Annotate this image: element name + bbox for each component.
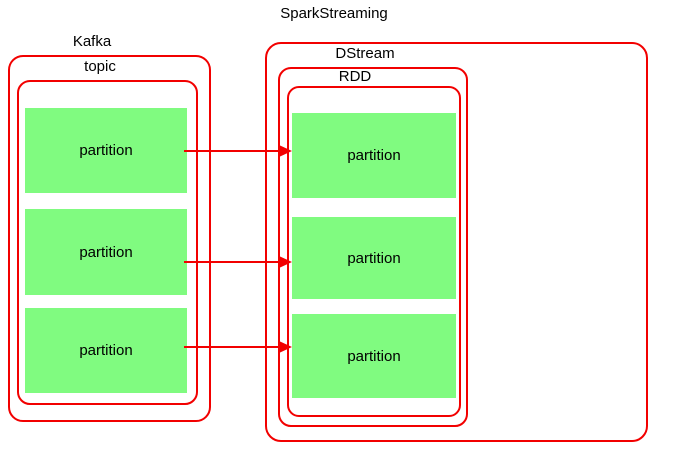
arrow-shaft [184,346,280,348]
partition-mapping-arrow-3 [184,341,292,353]
kafka-partition-1: partition [25,108,187,193]
arrow-head-icon [279,341,292,353]
topic-container-box [17,80,198,405]
kafka-partition-2: partition [25,209,187,295]
kafka-label: Kafka [72,33,112,50]
dstream-label: DStream [335,45,395,62]
sparkstreaming-container-box [265,42,648,442]
partition-mapping-arrow-2 [184,256,292,268]
topic-label: topic [84,58,116,75]
kafka-container-box [8,55,211,422]
dstream-container-box [278,67,468,427]
arrow-shaft [184,261,280,263]
partition-mapping-arrow-1 [184,145,292,157]
rdd-label: RDD [338,68,372,85]
arrow-head-icon [279,145,292,157]
rdd-partition-1: partition [292,113,456,198]
kafka-partition-3: partition [25,308,187,393]
rdd-partition-3: partition [292,314,456,398]
rdd-container-box [287,86,461,417]
arrow-shaft [184,150,280,152]
rdd-partition-2: partition [292,217,456,299]
sparkstreaming-label: SparkStreaming [280,5,388,22]
arrow-head-icon [279,256,292,268]
